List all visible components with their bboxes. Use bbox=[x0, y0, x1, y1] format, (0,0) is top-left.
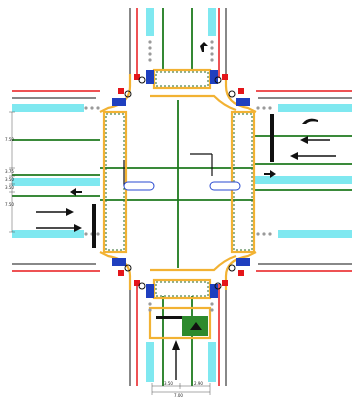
dim-label-5: 7.50 bbox=[5, 202, 14, 207]
lane-arrows bbox=[36, 136, 336, 380]
west-dimension-line bbox=[9, 111, 15, 233]
dim-label-4: 3.50 bbox=[5, 185, 14, 190]
dim-label-1: 7.50 bbox=[5, 137, 14, 142]
south-dimension-line bbox=[151, 383, 211, 395]
stop-bars bbox=[92, 114, 274, 319]
green-sign-arrow-icon bbox=[190, 322, 202, 330]
turn-symbols bbox=[70, 42, 318, 196]
bollard-dots bbox=[84, 40, 272, 312]
dim-label-south-1: 3.50 bbox=[164, 381, 173, 386]
red-bands bbox=[12, 8, 352, 386]
dim-label-2: 3.75 bbox=[5, 169, 14, 174]
signal-heads bbox=[112, 70, 250, 298]
detector-loops bbox=[123, 181, 241, 191]
dim-label-south-2: 2.90 bbox=[194, 381, 203, 386]
dim-label-3: 3.50 bbox=[5, 177, 14, 182]
median-islands bbox=[12, 8, 352, 382]
dim-label-south-3: 7.00 bbox=[174, 393, 183, 398]
lane-lines bbox=[12, 8, 352, 386]
signal-poles bbox=[124, 76, 236, 290]
mast-arms bbox=[123, 153, 213, 187]
road-edges bbox=[12, 8, 352, 386]
